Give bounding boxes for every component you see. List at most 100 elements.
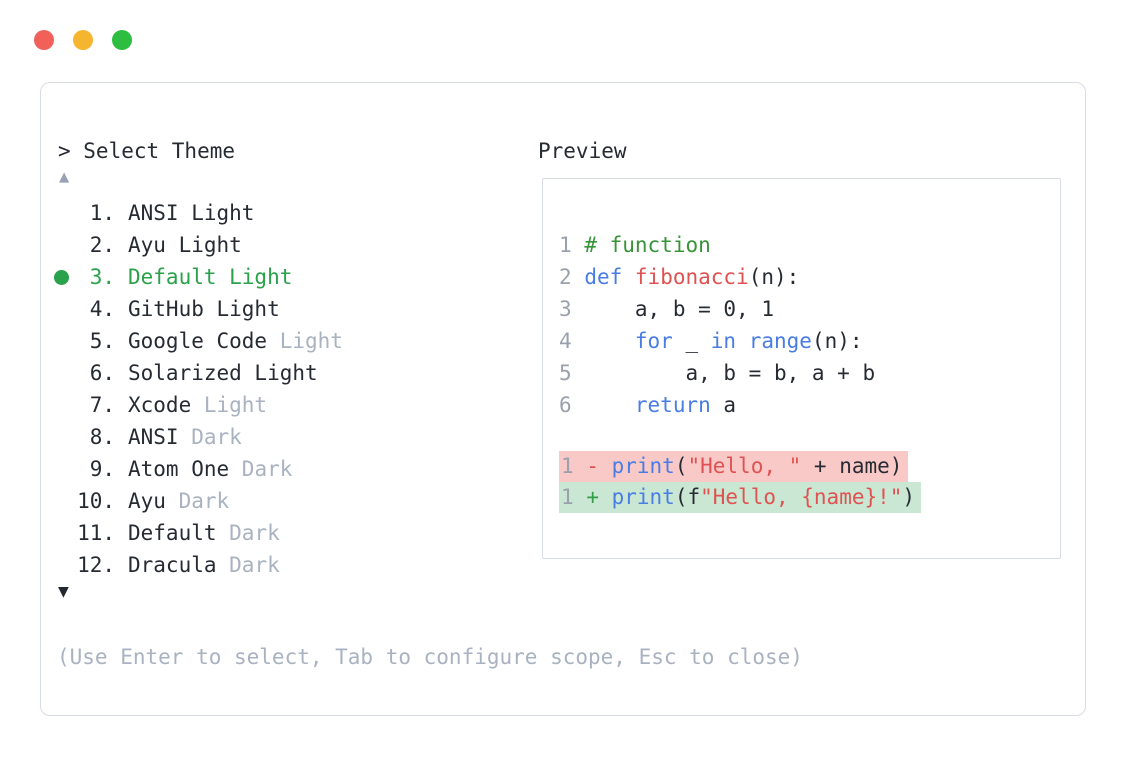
code-token: ) [902,485,916,509]
theme-list: 1. ANSI Light 2. Ayu Light 3. Default Light 4.… [54,197,343,581]
theme-name-variant: Light [267,329,343,353]
theme-number: 10. [77,489,115,513]
theme-item-ayu-light[interactable]: 2. Ayu Light [54,229,343,261]
theme-number: 7. [89,393,115,417]
code-token: (n): [748,265,800,289]
theme-number: 9. [89,457,115,481]
code-token: "Hello, " [687,454,802,478]
theme-name-variant: Dark [178,425,242,449]
theme-item-google-code-light[interactable]: 5. Google Code Light [54,325,343,357]
theme-item-ayu-dark[interactable]: 10. Ayu Dark [54,485,343,517]
code-token [622,265,635,289]
scroll-down-icon[interactable]: ▼ [58,581,69,602]
code-token: _ [672,329,711,353]
theme-number: 12. [77,553,115,577]
code-token: range [748,329,812,353]
theme-name: Default Dark [128,521,280,545]
theme-item-ansi-dark[interactable]: 8.ANSI Dark [54,421,343,453]
diff-line-removed: 1 - print("Hello, " + name) [559,451,1060,482]
code-token: a, b = b, a + b [584,361,876,385]
code-token: def [584,265,623,289]
line-number: 5 [559,361,572,385]
theme-name-variant: Light [191,393,268,417]
theme-number: 11. [77,521,115,545]
theme-name: Google Code Light [128,329,343,353]
theme-picker-panel: > Select Theme Preview ▲ 1. ANSI Light 2. A… [40,82,1086,716]
code-line: 3 a, b = 0, 1 [559,293,1060,325]
close-button[interactable] [34,30,54,50]
theme-item-solarized-light[interactable]: 6. Solarized Light [54,357,343,389]
theme-name: Default Light [128,265,293,289]
maximize-button[interactable] [112,30,132,50]
line-number: 3 [559,297,572,321]
code-token: return [634,393,711,417]
theme-item-default-dark[interactable]: 11. Default Dark [54,517,343,549]
code-line: 4 for _ in range(n): [559,325,1060,357]
selected-dot-icon [54,269,69,285]
line-number: 1 [561,485,574,509]
scroll-up-icon[interactable]: ▲ [59,167,70,187]
code-line: 2 def fibonacci(n): [559,261,1060,293]
preview-title: Preview [538,139,627,163]
theme-name-variant: Dark [216,521,280,545]
theme-name: Xcode Light [128,393,268,417]
theme-name-variant: Dark [216,553,280,577]
theme-number: 2. [89,233,115,257]
diff-highlight-removed: 1 - print("Hello, " + name) [559,451,909,482]
theme-name: ANSI Dark [128,425,242,449]
code-token: + name) [801,454,903,478]
theme-name: ANSI Light [128,201,255,225]
help-text: (Use Enter to select, Tab to configure s… [57,645,803,669]
theme-name: Ayu Light [128,233,242,257]
theme-number: 1. [89,201,115,225]
code-token: print [611,485,675,509]
code-line: 6 return a [559,389,1060,421]
theme-item-github-light[interactable]: 4. GitHub Light [54,293,343,325]
theme-name: Solarized Light [128,361,318,385]
code-token: ( [674,454,688,478]
code-token: in [710,329,737,353]
code-line: 1 # function [559,229,1060,261]
line-number: 6 [559,393,572,417]
diff-line-added: 1 + print(f"Hello, {name}!") [559,482,1060,513]
code-token: print [611,454,675,478]
theme-name-variant: Dark [165,489,230,513]
line-number: 2 [559,265,572,289]
theme-number: 3. [89,265,115,289]
theme-item-atom-one-dark[interactable]: 9.Atom One Dark [54,453,343,485]
select-theme-prompt: > Select Theme [58,139,236,163]
selected-indicator [54,269,74,285]
theme-number: 4. [89,297,115,321]
code-token: a [710,393,737,417]
theme-item-dracula-dark[interactable]: 12. Dracula Dark [54,549,343,581]
code-token: - [586,454,612,478]
theme-item-ansi-light[interactable]: 1. ANSI Light [54,197,343,229]
line-number: 1 [559,233,572,257]
blank-line [559,421,1060,451]
code-token: + [586,485,612,509]
theme-name: GitHub Light [128,297,280,321]
code-token: "Hello, {name}!" [700,485,903,509]
minimize-button[interactable] [73,30,93,50]
code-token: # function [584,233,711,257]
theme-number: 5. [89,329,115,353]
theme-item-default-light[interactable]: 3. Default Light [54,261,343,293]
theme-item-xcode-light[interactable]: 7. Xcode Light [54,389,343,421]
theme-name-variant: Dark [229,457,293,481]
code-token [584,393,635,417]
code-token [736,329,749,353]
theme-number: 6. [89,361,115,385]
line-number: 1 [561,454,574,478]
line-number: 4 [559,329,572,353]
code-line: 5 a, b = b, a + b [559,357,1060,389]
diff-highlight-added: 1 + print(f"Hello, {name}!") [559,482,922,513]
code-token: for [634,329,673,353]
code-token: (n): [811,329,863,353]
theme-name: Ayu Dark [128,489,230,513]
code-token: a, b = 0, 1 [584,297,774,321]
theme-name: Dracula Dark [128,553,280,577]
code-token [584,329,635,353]
